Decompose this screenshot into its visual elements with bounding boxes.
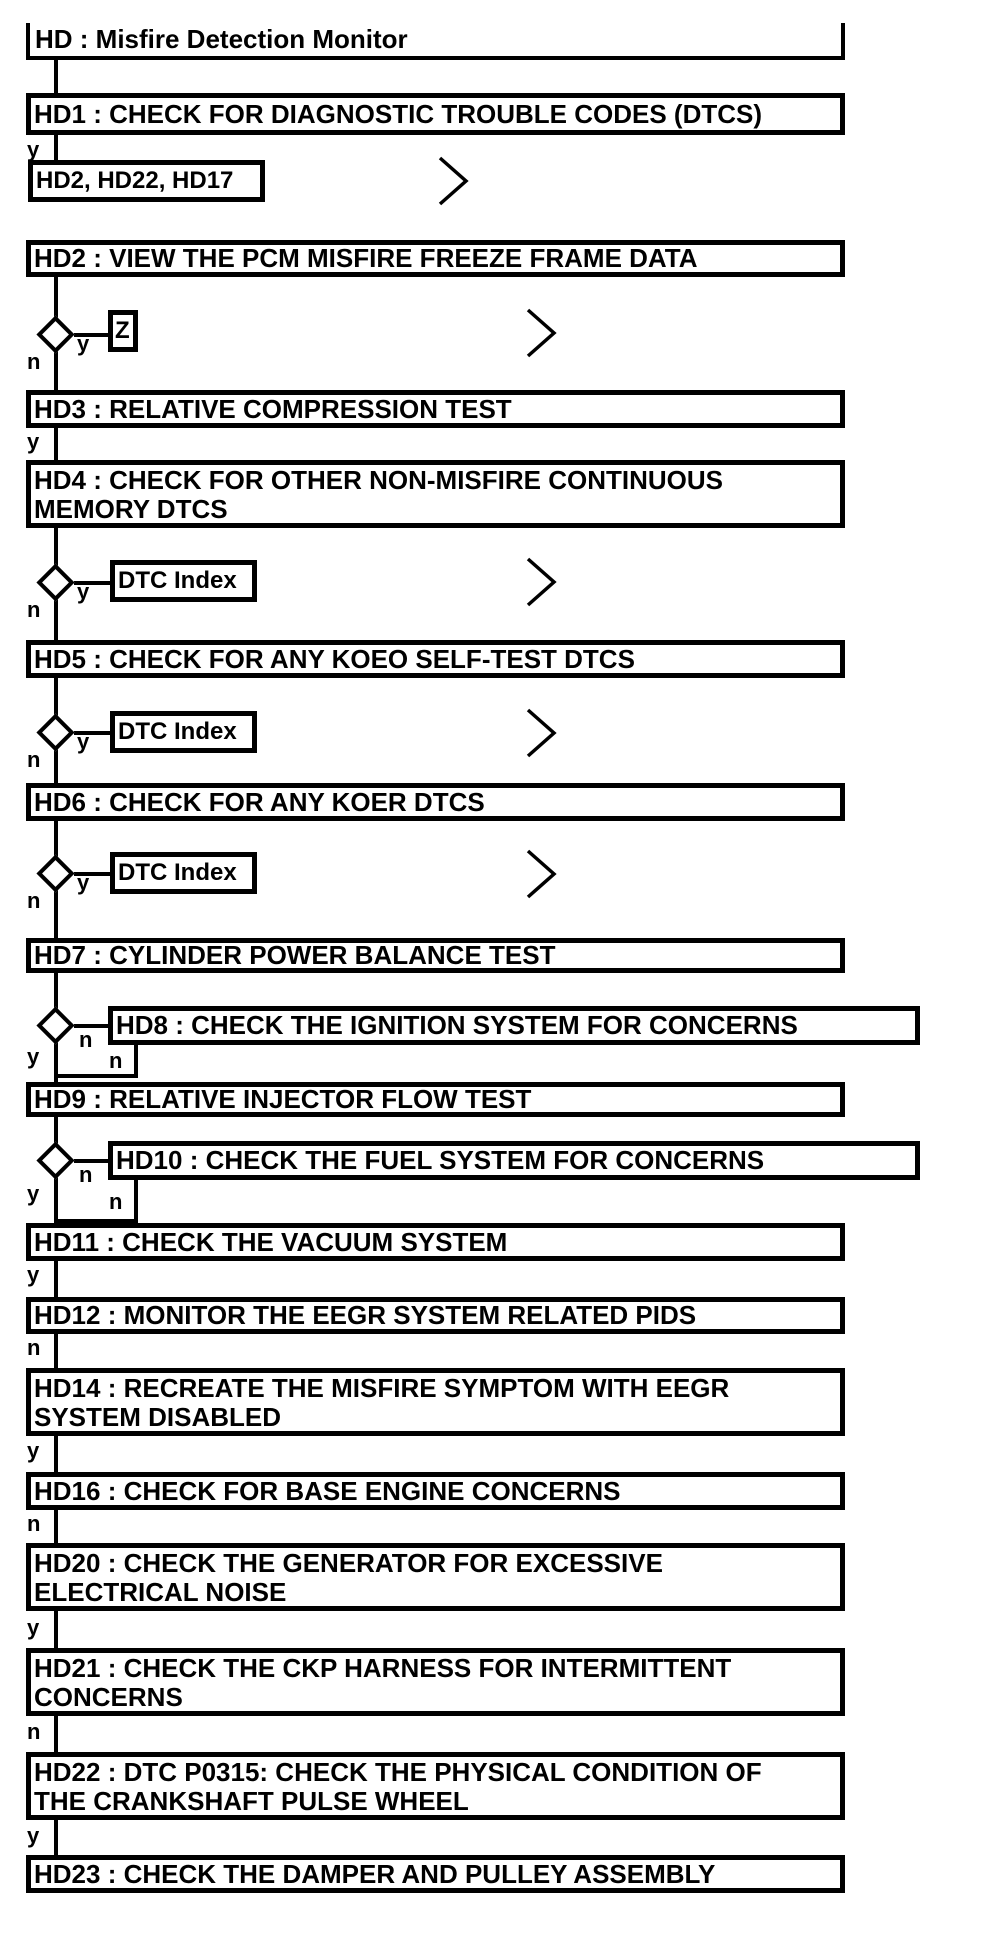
step-hd6[interactable]: HD6 : CHECK FOR ANY KOER DTCS — [26, 783, 845, 821]
branch-line-yes — [74, 872, 110, 876]
branch-label-yes: y — [27, 1438, 40, 1463]
branch-label-yes: y — [27, 429, 40, 454]
reference-z[interactable]: Z — [108, 310, 138, 352]
branch-label-yes: y — [77, 729, 90, 754]
branch-label-no: n — [27, 1511, 41, 1536]
decision-diamond-hd7 — [36, 1006, 75, 1045]
connector — [54, 1510, 58, 1543]
branch-label-yes: y — [77, 579, 90, 604]
connector — [54, 1261, 58, 1297]
step-hd1[interactable]: HD1 : CHECK FOR DIAGNOSTIC TROUBLE CODES… — [26, 93, 845, 135]
connector — [54, 428, 58, 462]
step-hd11[interactable]: HD11 : CHECK THE VACUUM SYSTEM — [26, 1223, 845, 1261]
step-hd8[interactable]: HD8 : CHECK THE IGNITION SYSTEM FOR CONC… — [108, 1006, 920, 1045]
continue-chevron-icon — [526, 308, 557, 358]
reference-dtc-index[interactable]: DTC Index — [110, 560, 257, 602]
branch-line-yes — [74, 731, 110, 735]
branch-label-no: n — [109, 1048, 123, 1073]
branch-line-hd10-no — [134, 1180, 138, 1223]
branch-label-yes: y — [27, 1615, 40, 1640]
reference-dtc-index[interactable]: DTC Index — [110, 711, 257, 753]
connector — [54, 1436, 58, 1472]
branch-label-no: n — [27, 888, 41, 913]
connector — [54, 1716, 58, 1752]
reference-dtc-index[interactable]: DTC Index — [110, 852, 257, 894]
step-hd7[interactable]: HD7 : CYLINDER POWER BALANCE TEST — [26, 938, 845, 973]
step-hd12[interactable]: HD12 : MONITOR THE EEGR SYSTEM RELATED P… — [26, 1297, 845, 1334]
reference-hd2-hd22-hd17[interactable]: HD2, HD22, HD17 — [28, 160, 265, 202]
decision-diamond-hd4 — [36, 563, 75, 602]
step-hd20[interactable]: HD20 : CHECK THE GENERATOR FOR EXCESSIVE… — [26, 1543, 845, 1611]
step-hd9[interactable]: HD9 : RELATIVE INJECTOR FLOW TEST — [26, 1082, 845, 1117]
branch-line-yes — [74, 581, 110, 585]
branch-label-no: n — [79, 1027, 93, 1052]
branch-label-no: n — [27, 747, 41, 772]
branch-label-yes: y — [27, 1262, 40, 1287]
step-hd3[interactable]: HD3 : RELATIVE COMPRESSION TEST — [26, 390, 845, 428]
branch-line-yes — [74, 333, 110, 337]
connector — [54, 1820, 58, 1855]
continue-chevron-icon — [526, 849, 557, 899]
branch-label-no: n — [27, 1335, 41, 1360]
decision-diamond-hd5 — [36, 713, 75, 752]
branch-label-yes: y — [77, 870, 90, 895]
branch-line-hd10-no — [54, 1219, 138, 1223]
continue-chevron-icon — [526, 557, 557, 607]
branch-label-yes: y — [27, 1823, 40, 1848]
step-hd22[interactable]: HD22 : DTC P0315: CHECK THE PHYSICAL CON… — [26, 1752, 845, 1820]
branch-label-no: n — [109, 1189, 123, 1214]
continue-chevron-icon — [526, 708, 557, 758]
step-hd5[interactable]: HD5 : CHECK FOR ANY KOEO SELF-TEST DTCS — [26, 640, 845, 678]
connector — [54, 1611, 58, 1648]
branch-line-hd8-no — [134, 1045, 138, 1078]
step-hd23[interactable]: HD23 : CHECK THE DAMPER AND PULLEY ASSEM… — [26, 1855, 845, 1893]
continue-chevron-icon — [438, 156, 469, 206]
branch-label-no: n — [27, 1719, 41, 1744]
branch-line-no — [74, 1159, 108, 1163]
connector — [54, 60, 58, 93]
branch-label-yes: y — [27, 1044, 40, 1069]
connector — [54, 135, 58, 162]
branch-label-yes: y — [27, 137, 40, 162]
chart-title: HD : Misfire Detection Monitor — [26, 23, 845, 60]
decision-diamond-hd9 — [36, 1141, 75, 1180]
step-hd10[interactable]: HD10 : CHECK THE FUEL SYSTEM FOR CONCERN… — [108, 1141, 920, 1180]
step-hd21[interactable]: HD21 : CHECK THE CKP HARNESS FOR INTERMI… — [26, 1648, 845, 1716]
branch-label-no: n — [27, 349, 41, 374]
branch-label-no: n — [79, 1162, 93, 1187]
step-hd2[interactable]: HD2 : VIEW THE PCM MISFIRE FREEZE FRAME … — [26, 240, 845, 277]
decision-diamond-hd6 — [36, 854, 75, 893]
branch-line-hd8-no — [54, 1074, 138, 1078]
branch-label-no: n — [27, 597, 41, 622]
step-hd14[interactable]: HD14 : RECREATE THE MISFIRE SYMPTOM WITH… — [26, 1368, 845, 1436]
step-hd4[interactable]: HD4 : CHECK FOR OTHER NON-MISFIRE CONTIN… — [26, 460, 845, 528]
branch-label-yes: y — [77, 331, 90, 356]
branch-label-yes: y — [27, 1181, 40, 1206]
decision-diamond-hd2 — [36, 315, 75, 354]
connector — [54, 1334, 58, 1368]
branch-line-no — [74, 1024, 108, 1028]
step-hd16[interactable]: HD16 : CHECK FOR BASE ENGINE CONCERNS — [26, 1472, 845, 1510]
